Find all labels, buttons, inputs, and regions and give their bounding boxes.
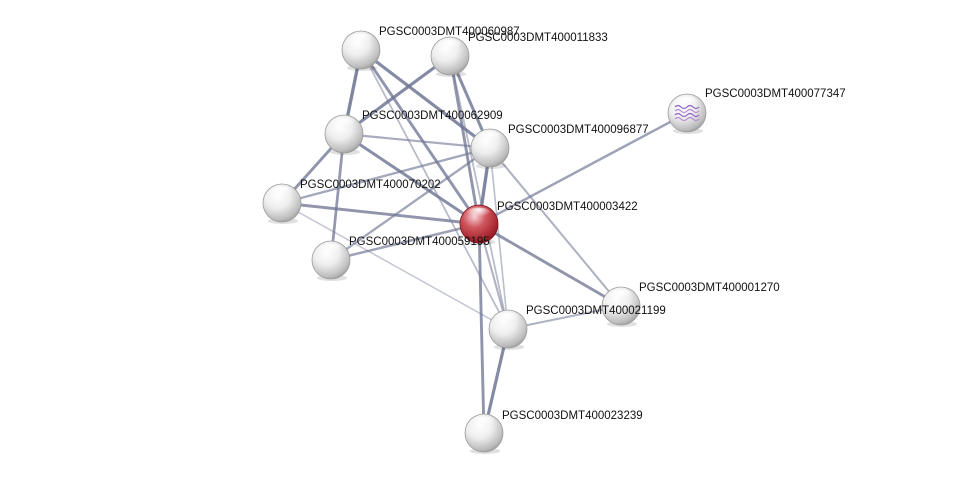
node-PGSC0003DMT400060987[interactable]	[341, 30, 381, 71]
node-PGSC0003DMT400059195[interactable]	[311, 240, 351, 281]
node-PGSC0003DMT400001270[interactable]	[601, 286, 641, 327]
edge-060987-096877	[359, 48, 492, 150]
node-label: PGSC0003DMT400060987	[379, 26, 520, 38]
edge-011833-003422	[448, 54, 481, 226]
edge-003422-023239	[477, 222, 486, 435]
edge-062909-059195	[329, 132, 346, 262]
edge-062909-003422	[342, 132, 481, 226]
node-label: PGSC0003DMT400070202	[300, 179, 441, 191]
node-label: PGSC0003DMT400023239	[502, 410, 643, 422]
edge-003422-077347	[477, 111, 689, 226]
edge-060987-003422	[359, 48, 481, 226]
node-label: PGSC0003DMT400011833	[468, 32, 608, 44]
edge-096877-070202	[280, 146, 492, 205]
node-label: PGSC0003DMT400096877	[508, 124, 649, 136]
node-label: PGSC0003DMT400062909	[362, 110, 503, 122]
node-PGSC0003DMT400077347[interactable]	[667, 93, 707, 134]
edge-096877-001270	[488, 146, 623, 308]
node-PGSC0003DMT400096877[interactable]	[470, 128, 510, 169]
node-PGSC0003DMT400062909[interactable]	[324, 114, 364, 155]
node-label: PGSC0003DMT400059195	[349, 236, 490, 248]
node-label: PGSC0003DMT400001270	[639, 282, 780, 294]
edge-011833-062909	[342, 54, 452, 136]
node-label: PGSC0003DMT400021199	[526, 305, 666, 317]
edge-060987-021199	[360, 49, 509, 330]
node-PGSC0003DMT400021199[interactable]	[488, 309, 528, 350]
node-PGSC0003DMT400070202[interactable]	[262, 183, 302, 224]
edge-003422-001270	[477, 222, 623, 308]
node-PGSC0003DMT400023239[interactable]	[464, 413, 504, 454]
edge-096877-021199	[489, 147, 509, 330]
node-PGSC0003DMT400003422[interactable]	[459, 204, 499, 245]
edge-096877-059195	[329, 146, 492, 262]
edge-070202-021199	[281, 202, 509, 330]
node-label: PGSC0003DMT400003422	[497, 201, 638, 213]
edge-003422-070202	[280, 201, 481, 226]
node-PGSC0003DMT400011833[interactable]	[430, 36, 470, 77]
edge-011833-021199	[449, 55, 509, 330]
edge-062909-096877	[342, 132, 492, 150]
label-layer: PGSC0003DMT400060987PGSC0003DMT400011833…	[300, 26, 846, 422]
node-layer	[262, 30, 707, 454]
node-label: PGSC0003DMT400077347	[705, 88, 846, 100]
edge-003422-059195	[329, 222, 481, 262]
